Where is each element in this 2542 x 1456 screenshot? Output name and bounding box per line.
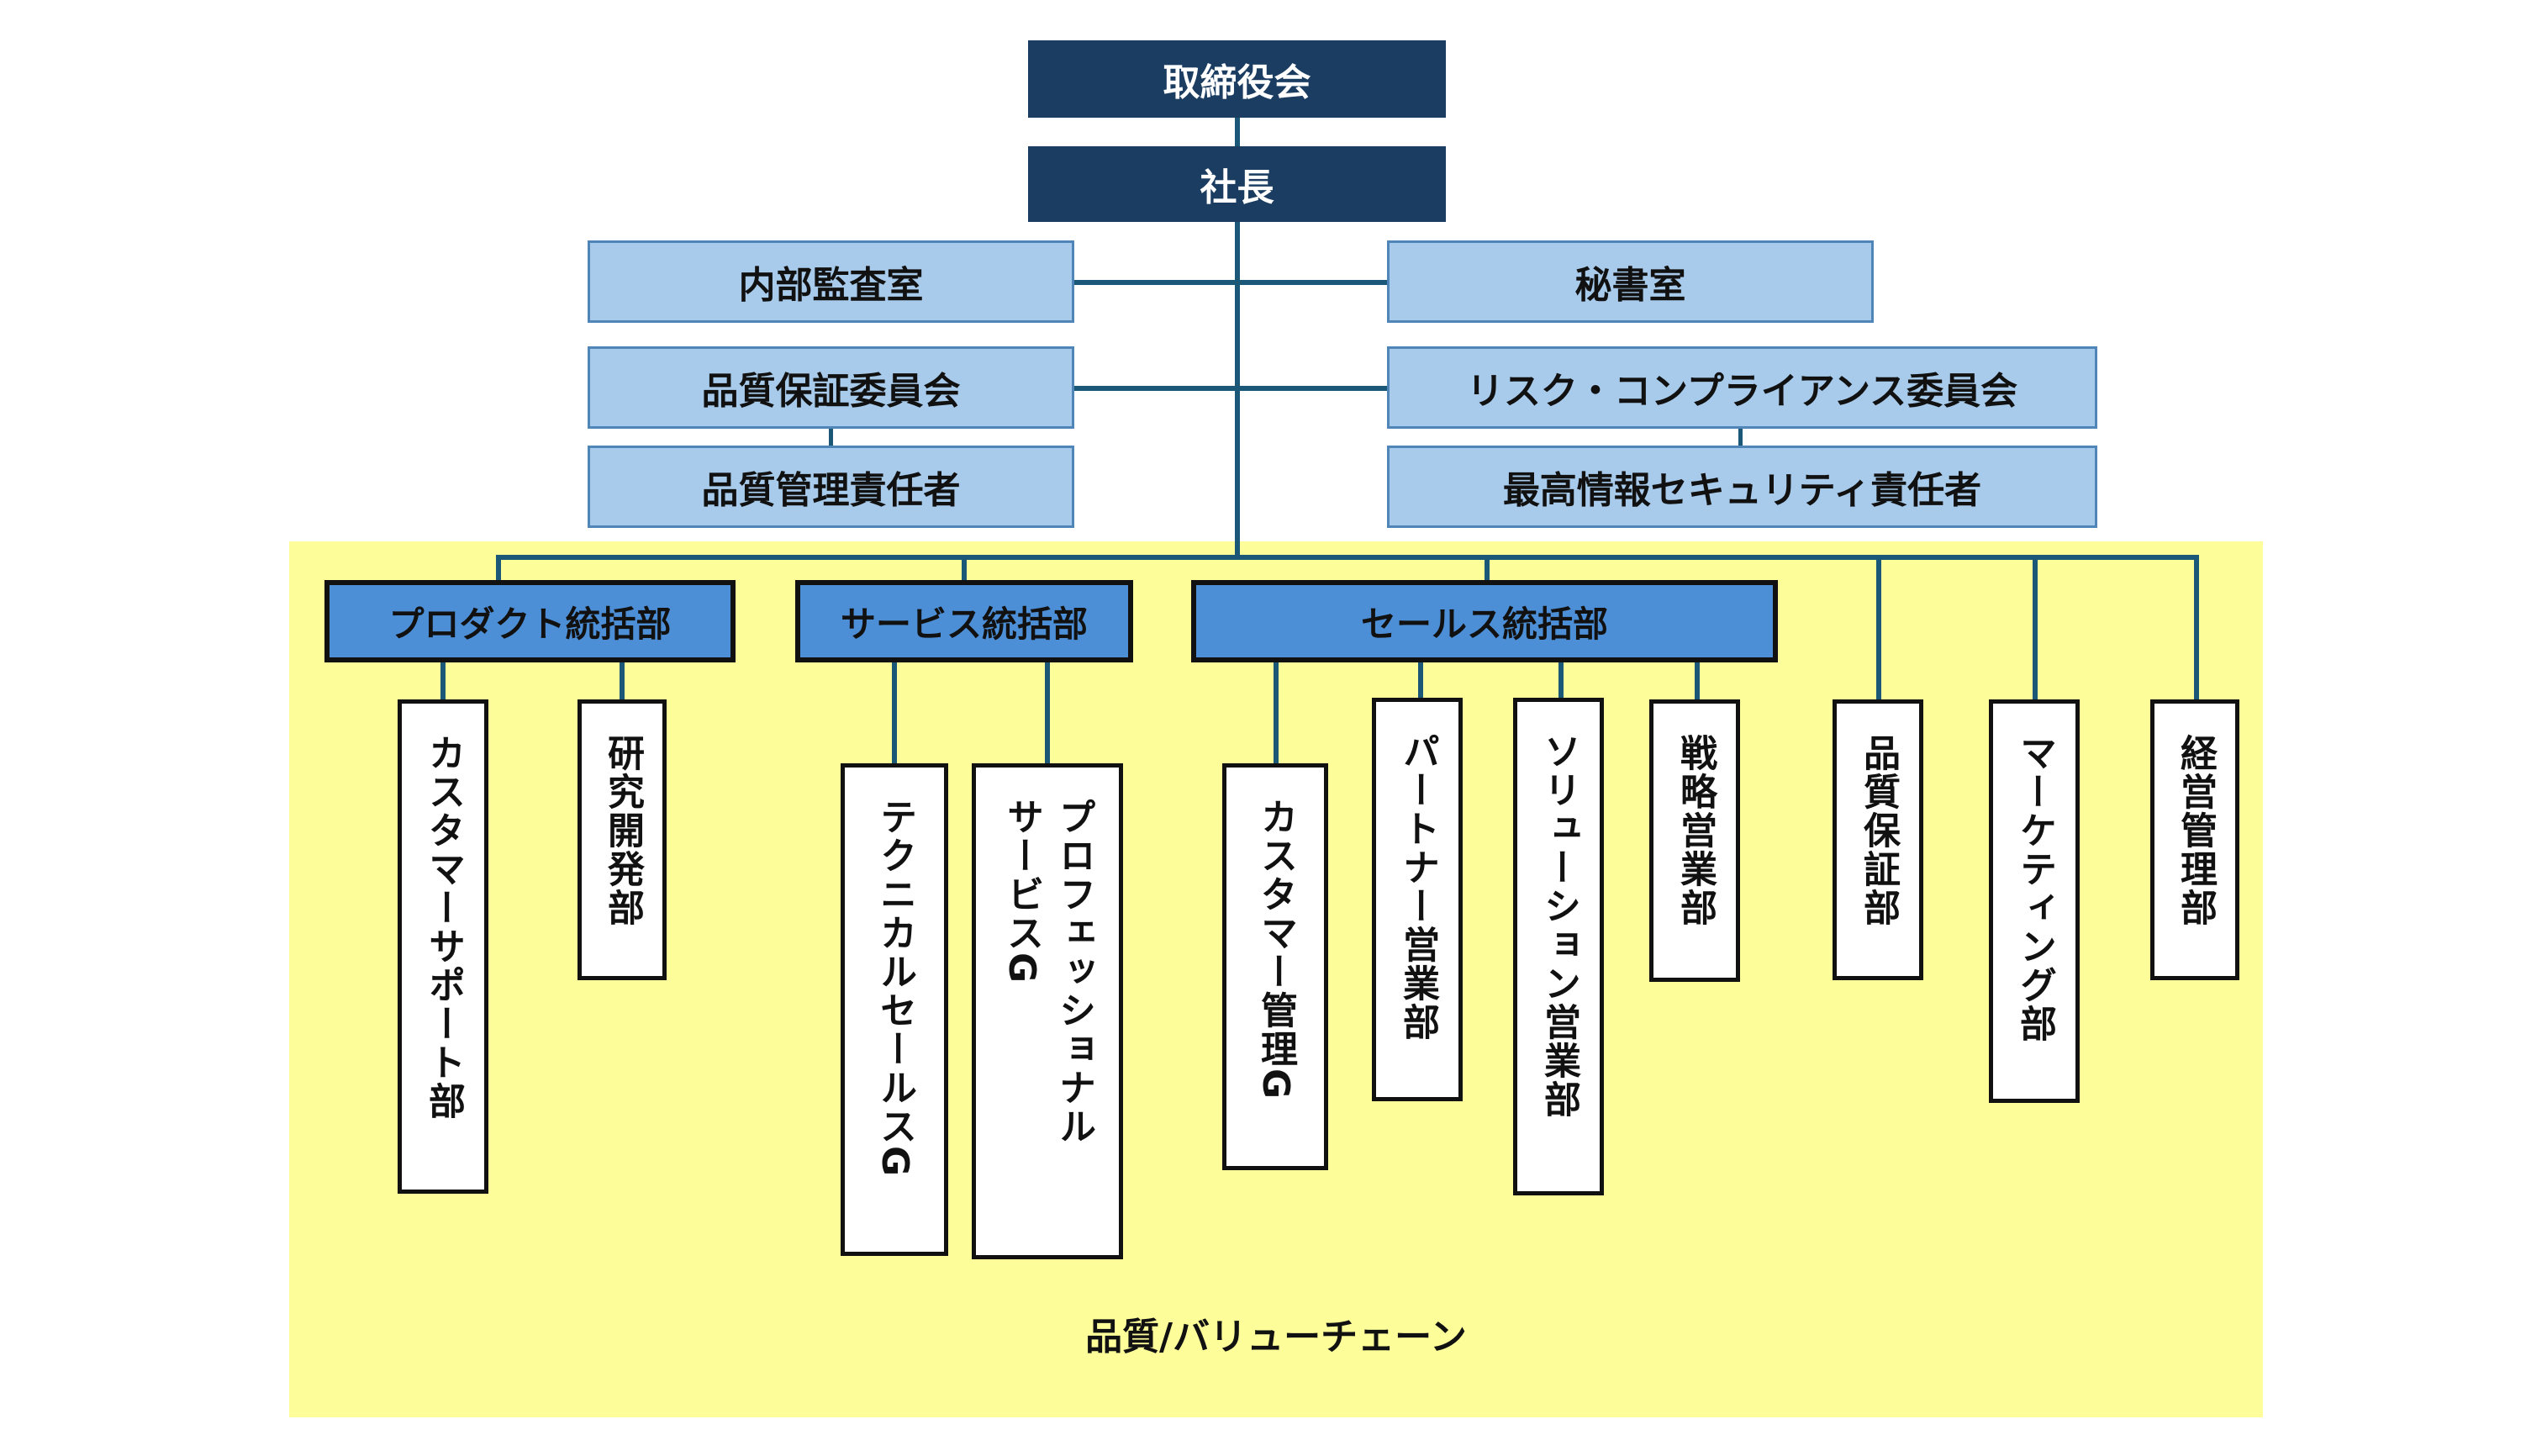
- strategic-sales-dept-label: 戦略営業部: [1674, 734, 1717, 927]
- quality-assurance-dept-box: 品質保証部: [1833, 699, 1923, 980]
- service-division-label: サービス統括部: [840, 603, 1088, 645]
- president-box: 社長: [1028, 146, 1446, 222]
- professional-services-group-box: プロフェッショナル サービスG: [972, 763, 1123, 1259]
- technical-sales-group-label: テクニカルセールスG: [873, 798, 916, 1179]
- value-chain-label: 品質/バリューチェーン: [1085, 1316, 1467, 1358]
- product-division-label: プロダクト統括部: [388, 603, 672, 645]
- quality-manager-label: 品質管理責任者: [701, 469, 961, 512]
- rnd-dept-box: 研究開発部: [577, 699, 667, 980]
- professional-services-group-label: プロフェッショナル サービスG: [1000, 798, 1095, 1146]
- marketing-dept-label: マーケティング部: [2013, 734, 2056, 1043]
- qa-committee-box: 品質保証委員会: [588, 346, 1074, 429]
- customer-support-dept-label: カスタマーサポート部: [422, 734, 465, 1121]
- partner-sales-dept-label: パートナー営業部: [1396, 732, 1439, 1042]
- customer-management-group-label: カスタマー管理G: [1254, 798, 1297, 1101]
- president-label: 社長: [1200, 166, 1274, 209]
- qa-committee-label: 品質保証委員会: [701, 370, 961, 413]
- secretary-box: 秘書室: [1387, 240, 1874, 323]
- board-of-directors-label: 取締役会: [1163, 61, 1311, 104]
- board-of-directors-box: 取締役会: [1028, 40, 1446, 118]
- quality-manager-box: 品質管理責任者: [588, 446, 1074, 528]
- rnd-dept-label: 研究開発部: [601, 734, 644, 927]
- sales-division-box: セールス統括部: [1191, 580, 1778, 662]
- product-division-box: プロダクト統括部: [324, 580, 736, 662]
- internal-audit-box: 内部監査室: [588, 240, 1074, 323]
- internal-audit-label: 内部監査室: [738, 264, 924, 307]
- secretary-label: 秘書室: [1574, 264, 1686, 307]
- risk-compliance-committee-box: リスク・コンプライアンス委員会: [1387, 346, 2097, 429]
- solution-sales-dept-box: ソリューション営業部: [1513, 698, 1604, 1195]
- partner-sales-dept-box: パートナー営業部: [1372, 698, 1463, 1101]
- ciso-label: 最高情報セキュリティ責任者: [1502, 469, 1982, 512]
- marketing-dept-box: マーケティング部: [1989, 699, 2080, 1103]
- ciso-box: 最高情報セキュリティ責任者: [1387, 446, 2097, 528]
- customer-management-group-box: カスタマー管理G: [1222, 763, 1328, 1170]
- management-dept-box: 経営管理部: [2150, 699, 2239, 980]
- solution-sales-dept-label: ソリューション営業部: [1537, 732, 1580, 1119]
- risk-compliance-committee-label: リスク・コンプライアンス委員会: [1466, 370, 2018, 413]
- sales-division-label: セールス統括部: [1360, 603, 1608, 645]
- customer-support-dept-box: カスタマーサポート部: [398, 699, 488, 1194]
- service-division-box: サービス統括部: [795, 580, 1133, 662]
- management-dept-label: 経営管理部: [2174, 734, 2217, 927]
- technical-sales-group-box: テクニカルセールスG: [841, 763, 948, 1256]
- quality-assurance-dept-label: 品質保証部: [1857, 734, 1900, 927]
- strategic-sales-dept-box: 戦略営業部: [1649, 699, 1740, 982]
